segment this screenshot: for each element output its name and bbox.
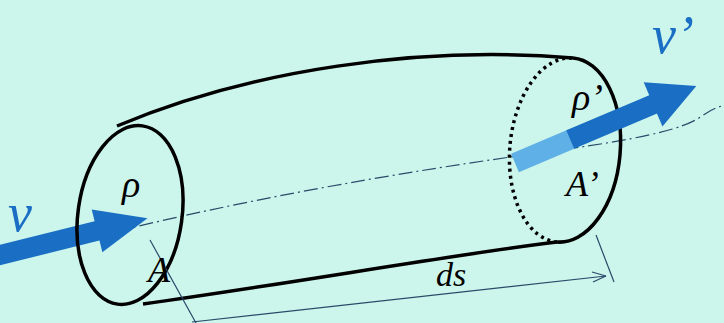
inlet-section: [66, 119, 194, 312]
density-symbol: ρ’: [572, 78, 603, 116]
tube-wall: [143, 242, 557, 304]
area-symbol: A: [148, 252, 170, 288]
dimension-label: ds: [436, 258, 466, 292]
tube-wall: [117, 55, 573, 126]
velocity-symbol: v: [8, 186, 32, 240]
extension-line: [596, 235, 614, 282]
area-symbol: A’: [566, 166, 599, 202]
density-symbol: ρ: [122, 165, 140, 203]
velocity-arrow: [506, 64, 706, 185]
dimension-arrowhead: [592, 272, 606, 282]
dimension-line: [192, 276, 606, 322]
velocity-symbol: v’: [652, 8, 694, 62]
